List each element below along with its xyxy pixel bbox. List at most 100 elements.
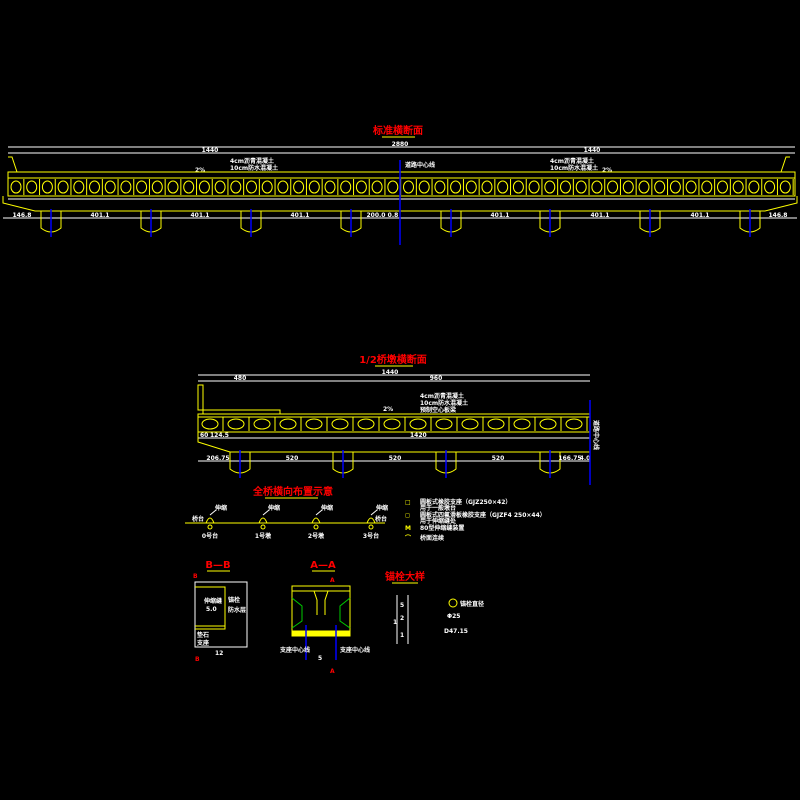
note-2: 10cm防水混凝土 xyxy=(420,399,468,407)
abutment-label: 桥台 xyxy=(375,515,387,523)
slab-void xyxy=(183,180,195,194)
slab-void xyxy=(701,180,713,194)
bb-mark-top: B xyxy=(193,573,198,580)
slab-void xyxy=(201,418,219,430)
piers xyxy=(40,209,761,237)
anchor-dim-4: 1 xyxy=(400,632,404,639)
bearing-marker xyxy=(207,524,213,530)
legend-text: 桥面连续 xyxy=(420,534,444,542)
expansion-label: 伸缩 xyxy=(320,504,333,512)
slab-void xyxy=(638,180,650,194)
slab-void xyxy=(560,180,571,194)
slab-void xyxy=(487,418,505,430)
slope: 2% xyxy=(383,406,393,413)
half-section-title: 1/2桥墩横断面 xyxy=(359,353,427,366)
bearing-symbol xyxy=(311,517,321,524)
legend-symbol: ⌒ xyxy=(404,534,411,542)
bb-label-5: 锚栓 xyxy=(228,596,240,604)
slab-void xyxy=(261,180,273,194)
slab-void xyxy=(279,418,297,430)
legend-symbol: ◻ xyxy=(405,512,410,519)
aa-web xyxy=(313,590,329,615)
span-dim-label: 401.1 xyxy=(591,212,610,219)
bb-label-7: 12 xyxy=(215,650,223,657)
slab-void xyxy=(575,180,587,194)
slab-void xyxy=(308,180,320,194)
span-dim-label: 520 xyxy=(286,455,299,462)
slab-void xyxy=(528,180,540,194)
anchor-dim-2: 2 xyxy=(400,615,404,622)
cap-dim-1: 60 xyxy=(200,432,208,439)
slab-void xyxy=(230,180,242,194)
slab-void xyxy=(435,418,453,430)
span-dim-label: 401.1 xyxy=(291,212,310,219)
sidewalk xyxy=(202,409,281,415)
span-dim-label: 401.1 xyxy=(691,212,710,219)
dim-half-right: 1440 xyxy=(584,147,601,154)
bolt-dim-2: D47.15 xyxy=(444,628,468,635)
dim-half-left: 1440 xyxy=(202,147,219,154)
slab-void xyxy=(669,180,681,194)
anchor-dim-3: 1 xyxy=(393,619,397,626)
pier-number-label: 1号墩 xyxy=(255,532,272,540)
span-dim-label: 206.75 xyxy=(206,455,229,462)
slab-void xyxy=(253,418,271,430)
slab-void xyxy=(120,180,132,194)
leader-line xyxy=(262,509,270,516)
slab-void xyxy=(89,180,100,194)
aa-label-3: 5 xyxy=(318,655,322,662)
leader-line xyxy=(315,509,323,516)
slab-void xyxy=(340,180,352,194)
slab-void xyxy=(497,180,509,194)
slab-void xyxy=(383,418,401,430)
bb-label-1: 伸缩缝 xyxy=(203,597,222,605)
bb-outline xyxy=(194,581,248,648)
standard-section: 标准横断面 2880 1440 1440 4cm沥青混凝土 10cm防水混凝土 … xyxy=(2,124,798,245)
span-dim-label: 520 xyxy=(492,455,505,462)
note-concrete-left: 10cm防水混凝土 xyxy=(230,164,278,172)
slab-void xyxy=(293,180,305,194)
dim-part-1: 480 xyxy=(234,375,247,382)
slab-void xyxy=(305,418,323,430)
slope-left: 2% xyxy=(195,167,205,174)
slab-void xyxy=(748,180,760,194)
standard-section-title: 标准横断面 xyxy=(372,124,423,137)
slab-void xyxy=(214,180,226,194)
slab-void xyxy=(779,180,791,194)
slab-void xyxy=(607,180,619,194)
span-dim-label: 401.1 xyxy=(191,212,210,219)
slab-voids xyxy=(201,417,588,431)
aa-label-2: 支座中心线 xyxy=(339,646,370,654)
slab-voids xyxy=(10,179,794,195)
anchor-dim-1: 5 xyxy=(400,602,404,609)
slab-void xyxy=(331,418,349,430)
slab-void xyxy=(136,180,148,194)
legend-text: 圆板式橡胶支座（GJZ250×42） xyxy=(420,498,511,506)
span-dim-label: 166.75 xyxy=(558,455,581,462)
aa-mark-bottom: A xyxy=(330,668,335,675)
centerline-label: 道路中心线 xyxy=(592,420,600,450)
slab-void xyxy=(565,418,583,430)
span-dim-label: 401.1 xyxy=(491,212,510,219)
slab-void xyxy=(539,418,557,430)
span-dim-label: 520 xyxy=(389,455,402,462)
anchor-title: 锚栓大样 xyxy=(385,570,425,583)
slab-void xyxy=(355,180,367,194)
bearing-marker xyxy=(260,524,266,530)
anchor-detail: 锚栓大样 5 2 1 1 锚栓直径 Φ25 D47.15 xyxy=(385,570,484,644)
bb-label-4: 支座 xyxy=(196,639,209,647)
slab-void xyxy=(685,180,697,194)
note-asphalt-left: 4cm沥青混凝土 xyxy=(230,157,274,165)
railing xyxy=(197,384,204,411)
pier-number-label: 0号台 xyxy=(202,532,218,540)
slab-void xyxy=(10,180,22,194)
pier-number-label: 3号台 xyxy=(363,532,379,540)
span-dim-label: 146.8 xyxy=(769,212,788,219)
legend-subtext: 用于伸缩缝处 xyxy=(419,517,457,525)
slab-void xyxy=(277,180,289,194)
leader-line xyxy=(370,509,378,516)
slab-void xyxy=(512,180,524,194)
